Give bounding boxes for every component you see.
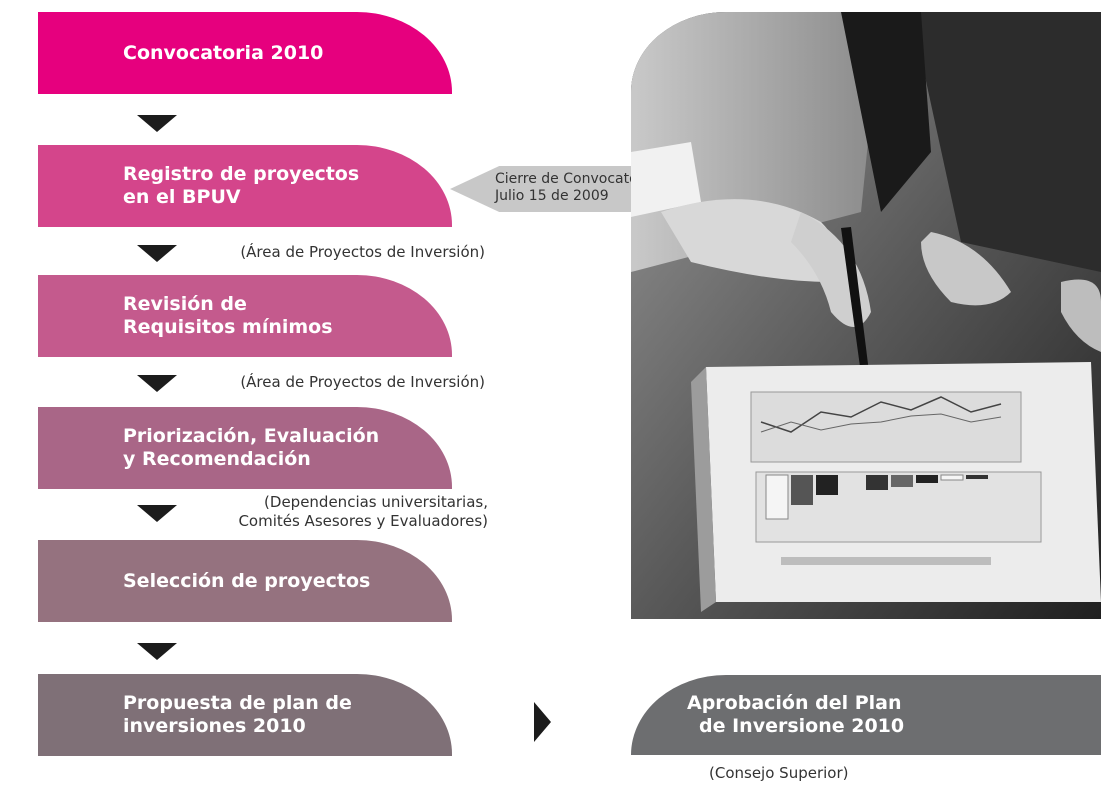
step-convocatoria: Convocatoria 2010 bbox=[38, 12, 452, 94]
down-arrow-icon bbox=[137, 505, 177, 522]
step-registro: Registro de proyectos en el BPUV bbox=[38, 145, 452, 227]
note-dependencias: (Dependencias universitarias, Comités As… bbox=[200, 493, 488, 531]
step-label: Convocatoria 2010 bbox=[123, 41, 324, 64]
step-label: en el BPUV bbox=[123, 186, 241, 208]
step-revision: Revisión de Requisitos mínimos bbox=[38, 275, 452, 357]
step-label: y Recomendación bbox=[123, 448, 311, 470]
step-priorizacion: Priorización, Evaluación y Recomendación bbox=[38, 407, 452, 489]
step-label: Registro de proyectos bbox=[123, 163, 360, 185]
business-photo bbox=[631, 12, 1101, 619]
down-arrow-icon bbox=[137, 115, 177, 132]
step-aprobacion: Aprobación del Plan de Inversione 2010 bbox=[631, 675, 1101, 755]
step-label: Revisión de bbox=[123, 293, 247, 315]
step-label: Priorización, Evaluación bbox=[123, 425, 380, 447]
note-consejo-superior: (Consejo Superior) bbox=[709, 764, 849, 782]
down-arrow-icon bbox=[137, 245, 177, 262]
callout-line: Cierre de Convocatoria bbox=[495, 171, 656, 187]
down-arrow-icon bbox=[137, 375, 177, 392]
note-line: (Dependencias universitarias, bbox=[264, 493, 488, 511]
right-arrow-icon bbox=[534, 702, 551, 742]
step-propuesta: Propuesta de plan de inversiones 2010 bbox=[38, 674, 452, 756]
approval-line: de Inversione 2010 bbox=[699, 715, 905, 737]
approval-line: Aprobación del Plan bbox=[687, 692, 902, 714]
step-label: Requisitos mínimos bbox=[123, 316, 333, 338]
note-line: Comités Asesores y Evaluadores) bbox=[238, 512, 488, 530]
step-label: Propuesta de plan de bbox=[123, 692, 352, 714]
step-label: Selección de proyectos bbox=[123, 569, 371, 592]
note-area-proyectos: (Área de Proyectos de Inversión) bbox=[240, 243, 485, 261]
down-arrow-icon bbox=[137, 643, 177, 660]
step-seleccion: Selección de proyectos bbox=[38, 540, 452, 622]
step-label: inversiones 2010 bbox=[123, 715, 306, 737]
photo-icon bbox=[631, 12, 1101, 619]
callout-line: Julio 15 de 2009 bbox=[495, 188, 609, 204]
note-area-proyectos: (Área de Proyectos de Inversión) bbox=[240, 373, 485, 391]
